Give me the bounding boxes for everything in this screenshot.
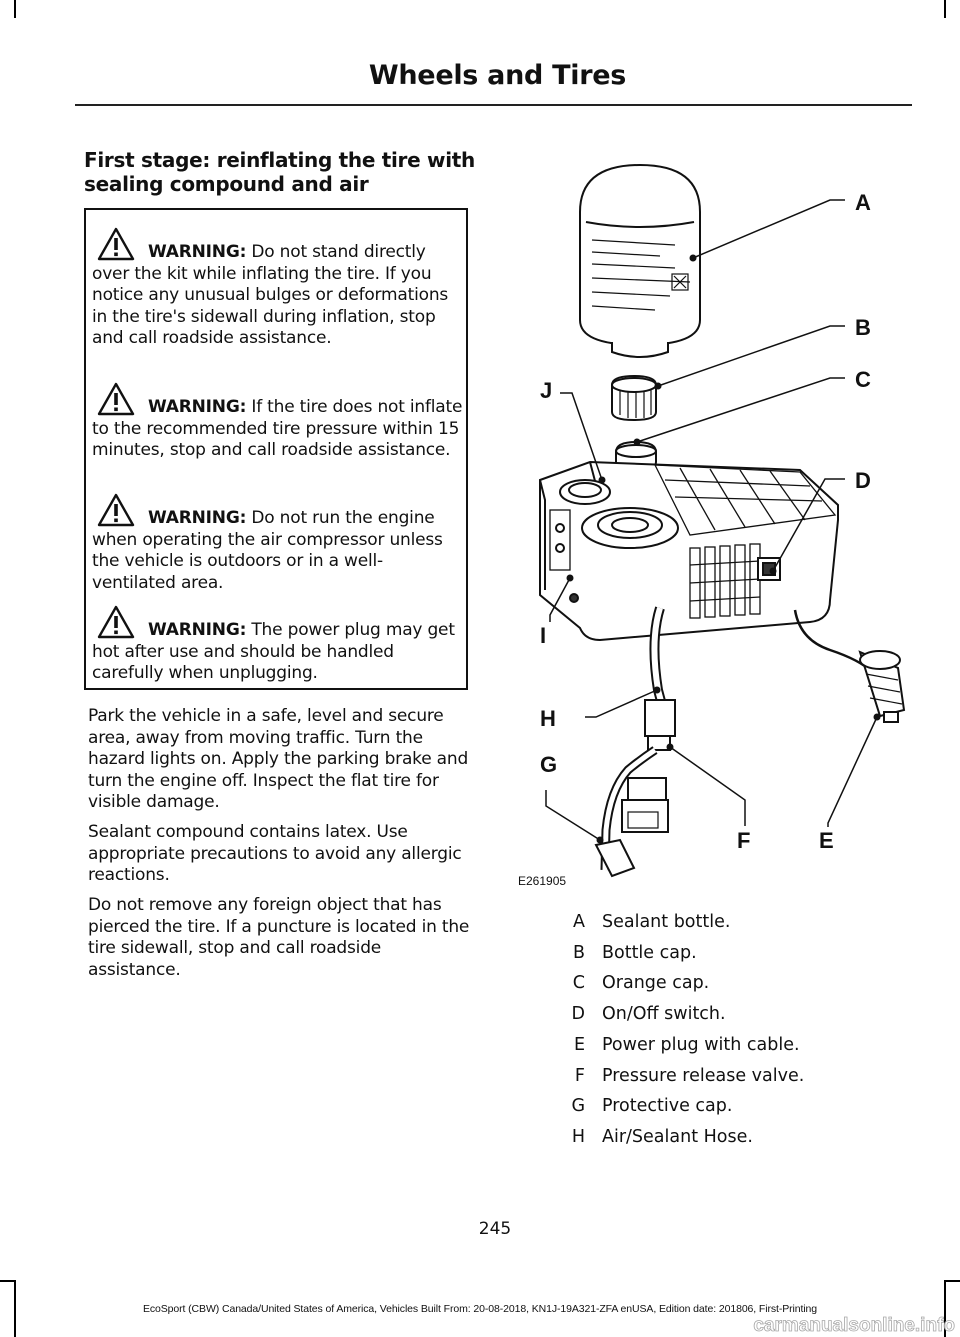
legend-value: Bottle cap. — [602, 943, 697, 963]
warning-label: WARNING: — [148, 397, 247, 417]
warning-block: WARNING: Do not stand directly over the … — [92, 227, 466, 350]
legend-value: Orange cap. — [602, 973, 710, 993]
legend-key: A — [573, 912, 585, 932]
warning-triangle-icon — [97, 227, 135, 261]
crop-mark-bottom-left-h — [0, 1280, 16, 1282]
callout-a-label: A — [855, 190, 871, 215]
warning-body: Do not stand directly over the kit while… — [92, 242, 449, 348]
legend-key: E — [573, 1035, 585, 1055]
pressure-release-valve — [627, 777, 667, 801]
callout-i-label: I — [540, 623, 546, 648]
header-rule — [75, 104, 912, 106]
callout-d-label: D — [855, 468, 871, 493]
watermark: carmanualsonline.info — [753, 1315, 955, 1337]
legend-value: On/Off switch. — [602, 1004, 726, 1024]
crop-mark-bottom-left — [14, 1280, 16, 1337]
callout-g-label: G — [540, 752, 557, 777]
warning-text: WARNING: Do not stand directly over the … — [92, 242, 466, 350]
legend-value: Air/Sealant Hose. — [602, 1127, 753, 1147]
warning-triangle-icon — [97, 605, 135, 639]
watermark-text: carmanualsonline.info — [753, 1315, 955, 1336]
legend-key: G — [571, 1096, 585, 1116]
tire-mobility-kit-illustration: A B C D E F G H I J E261905 — [518, 163, 906, 888]
crop-mark-top-left — [14, 0, 16, 18]
warning-body: Do not run the engine when operating the… — [92, 508, 443, 593]
crop-mark-bottom-right-h — [944, 1280, 960, 1282]
callout-f-label: F — [737, 828, 750, 853]
legend-value: Sealant bottle. — [602, 912, 731, 932]
warning-block: WARNING: The power plug may get hot afte… — [92, 605, 466, 685]
legend-key: B — [572, 943, 585, 963]
warning-triangle-icon — [97, 382, 135, 416]
legend-key: D — [571, 1004, 585, 1024]
warning-text: WARNING: The power plug may get hot afte… — [92, 620, 466, 685]
body-paragraph: Park the vehicle in a safe, level and se… — [88, 706, 469, 812]
section-title: First stage: reinflating the tire with s… — [84, 148, 475, 196]
warning-text: WARNING: Do not run the engine when oper… — [92, 508, 466, 594]
legend-value: Protective cap. — [602, 1096, 733, 1116]
callout-h-label: H — [540, 706, 556, 731]
crop-mark-top-right — [944, 0, 946, 18]
page-footer: EcoSport (CBW) Canada/United States of A… — [142, 1303, 818, 1315]
page-header-title: Wheels and Tires — [368, 60, 626, 91]
body-paragraph: Do not remove any foreign object that ha… — [88, 895, 470, 980]
warning-block: WARNING: If the tire does not inflate to… — [92, 382, 466, 462]
legend-key: C — [572, 973, 585, 993]
page-number: 245 — [478, 1219, 512, 1239]
legend-value: Pressure release valve. — [602, 1066, 805, 1086]
bottle-cap — [611, 374, 657, 422]
legend-key: H — [571, 1127, 585, 1147]
legend-value: Power plug with cable. — [602, 1035, 800, 1055]
legend-key: F — [574, 1066, 585, 1086]
warnings-box: WARNING: Do not stand directly over the … — [84, 208, 468, 690]
callout-j-label: J — [540, 378, 552, 403]
warning-label: WARNING: — [148, 508, 247, 528]
protective-cap — [594, 838, 636, 878]
warning-triangle-icon — [97, 493, 135, 527]
warning-text: WARNING: If the tire does not inflate to… — [92, 397, 466, 462]
hose-socket-ring — [581, 507, 679, 549]
figure-id: E261905 — [518, 874, 566, 888]
callout-c-label: C — [855, 367, 871, 392]
warning-body: If the tire does not inflate to the reco… — [92, 397, 463, 460]
warning-block: WARNING: Do not run the engine when oper… — [92, 493, 466, 594]
warning-label: WARNING: — [148, 620, 247, 640]
crop-mark-bottom-right — [944, 1280, 946, 1337]
callout-b-label: B — [855, 315, 871, 340]
warning-label: WARNING: — [148, 242, 247, 262]
body-paragraph: Sealant compound contains latex. Use app… — [88, 822, 462, 885]
callout-e-label: E — [819, 828, 834, 853]
warning-body: The power plug may get hot after use and… — [92, 620, 455, 683]
